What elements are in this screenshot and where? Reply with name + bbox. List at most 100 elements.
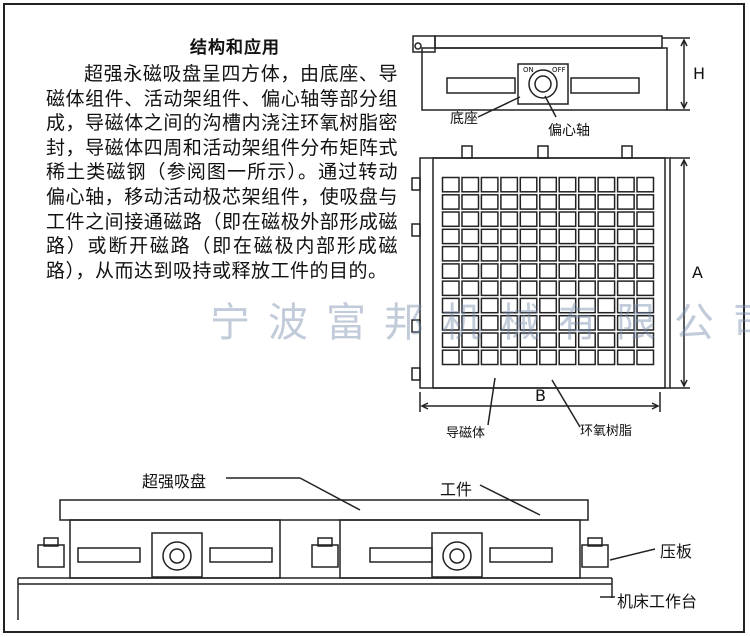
pole-cell: [461, 194, 480, 210]
pole-cell: [500, 280, 519, 297]
pole-cell: [597, 314, 616, 331]
pole-cell: [558, 245, 577, 262]
pole-cell: [519, 194, 538, 210]
label-epoxy-resin: 环氧树脂: [580, 424, 633, 439]
workpiece: [59, 499, 589, 521]
pole-cell: [500, 211, 519, 228]
pole-cell: [616, 314, 635, 331]
pole-cell: [577, 280, 596, 297]
pole-cell: [441, 314, 460, 331]
pole-cell: [461, 263, 480, 279]
pole-cell: [636, 314, 655, 331]
pole-cell: [461, 332, 480, 349]
pole-cell: [636, 194, 655, 210]
pole-cell: [519, 263, 538, 279]
pole-cell: [500, 349, 519, 366]
pole-cell: [500, 228, 519, 245]
pole-cell: [558, 176, 577, 193]
pole-cell: [636, 280, 655, 297]
pole-cell: [519, 228, 538, 245]
pole-cell: [441, 349, 460, 366]
pole-cell: [461, 349, 480, 366]
label-eccentric-shaft-text: 偏心轴: [548, 123, 590, 139]
pole-cell: [500, 194, 519, 210]
dim-a: A: [692, 263, 703, 282]
pole-cell: [597, 211, 616, 228]
pole-cell: [480, 280, 499, 297]
pole-cell: [636, 176, 655, 193]
pole-cell: [558, 194, 577, 210]
pole-cell: [616, 211, 635, 228]
pole-cell: [636, 211, 655, 228]
pole-cell: [636, 228, 655, 245]
pole-cell: [480, 332, 499, 349]
pole-cell: [616, 194, 635, 210]
pole-cell: [577, 314, 596, 331]
knob-on-label: ON: [523, 66, 534, 74]
side-slot-left: [446, 77, 516, 94]
pole-cell: [558, 211, 577, 228]
chuck-right-knob: [431, 532, 483, 578]
clamp-right: [581, 544, 609, 568]
side-base: [421, 47, 668, 111]
pole-cell: [480, 263, 499, 279]
pole-cell: [616, 349, 635, 366]
pole-cell: [577, 176, 596, 193]
pole-cell: [461, 211, 480, 228]
pole-cell: [616, 332, 635, 349]
knob-off-label: OFF: [552, 66, 566, 74]
pole-cell: [441, 332, 460, 349]
pole-cell: [539, 314, 558, 331]
pole-cell: [616, 245, 635, 262]
label-machine-table: 机床工作台: [617, 592, 698, 611]
pole-cell: [461, 280, 480, 297]
pole-cell: [480, 314, 499, 331]
pole-cell: [500, 263, 519, 279]
pole-cell: [577, 332, 596, 349]
outer-frame: [3, 3, 745, 633]
pole-cell: [558, 332, 577, 349]
top-inner-frame: [432, 157, 666, 389]
pole-cell: [597, 228, 616, 245]
pole-cell: [539, 263, 558, 279]
pole-cell: [577, 194, 596, 210]
side-knob-ring: [528, 69, 558, 99]
pole-cell: [480, 176, 499, 193]
pole-cell: [441, 297, 460, 314]
label-magnetic-pole: 导磁体: [446, 426, 486, 441]
pole-cell: [441, 211, 460, 228]
pole-cell: [597, 332, 616, 349]
pole-cell: [461, 176, 480, 193]
pole-cell: [539, 211, 558, 228]
description-text: 超强永磁吸盘呈四方体，由底座、导磁体组件、活动架组件、偏心轴等部分组成，导磁体之…: [46, 63, 398, 282]
pole-cell: [441, 194, 460, 210]
pole-cell: [480, 211, 499, 228]
pole-cell: [519, 349, 538, 366]
dim-h: H: [693, 64, 706, 83]
pole-cell: [597, 297, 616, 314]
pole-cell: [480, 228, 499, 245]
chuck-left-knob: [151, 532, 203, 578]
pole-cell: [577, 263, 596, 279]
pole-cell: [461, 228, 480, 245]
pole-cell: [480, 297, 499, 314]
pole-cell: [519, 297, 538, 314]
pole-cell: [636, 297, 655, 314]
pole-cell: [480, 245, 499, 262]
pole-cell: [519, 211, 538, 228]
pole-cell: [636, 263, 655, 279]
pole-cell: [597, 349, 616, 366]
pole-cell: [558, 228, 577, 245]
pole-cell: [539, 280, 558, 297]
pole-cell: [461, 245, 480, 262]
pole-cell: [577, 297, 596, 314]
pole-cell: [500, 245, 519, 262]
label-clamp-plate: 压板: [660, 542, 693, 561]
watermark: 宁波富邦机械有限公司: [210, 300, 750, 346]
pole-cell: [597, 280, 616, 297]
pole-cell: [636, 245, 655, 262]
pole-cell: [539, 349, 558, 366]
pole-cell: [500, 314, 519, 331]
pole-cell: [616, 297, 635, 314]
pole-cell: [616, 176, 635, 193]
